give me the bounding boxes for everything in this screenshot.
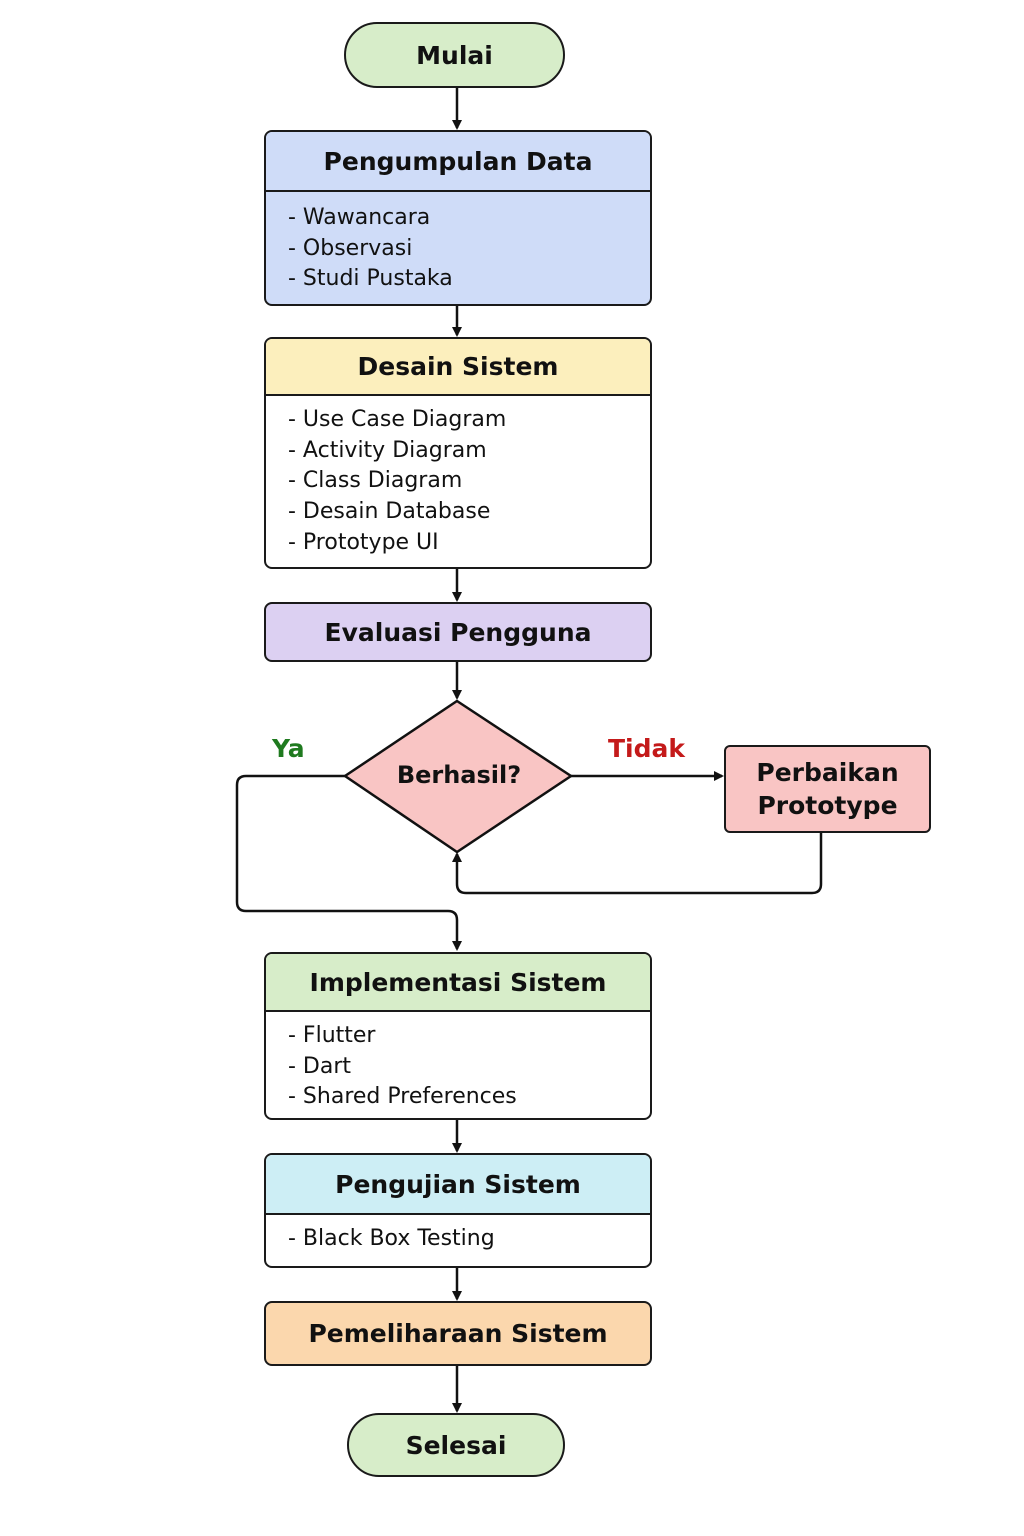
prototype-fix-label-line1: Perbaikan bbox=[756, 758, 899, 787]
implementation-box: Implementasi Sistem - Flutter - Dart - S… bbox=[264, 952, 652, 1120]
list-item: - Class Diagram bbox=[288, 468, 463, 494]
list-item: - Black Box Testing bbox=[288, 1226, 495, 1251]
testing-title: Pengujian Sistem bbox=[266, 1155, 650, 1215]
decision-yes-label: Ya bbox=[272, 734, 305, 763]
system-design-list: - Use Case Diagram - Activity Diagram - … bbox=[266, 396, 650, 559]
list-item: - Observasi bbox=[288, 235, 413, 261]
list-item: - Prototype UI bbox=[288, 529, 439, 555]
list-item: - Shared Preferences bbox=[288, 1084, 517, 1110]
implementation-list: - Flutter - Dart - Shared Preferences bbox=[266, 1012, 650, 1113]
user-evaluation-title: Evaluasi Pengguna bbox=[324, 617, 592, 647]
maintenance-title: Pemeliharaan Sistem bbox=[308, 1319, 608, 1348]
testing-list: - Black Box Testing bbox=[266, 1215, 650, 1255]
maintenance-box: Pemeliharaan Sistem bbox=[264, 1301, 652, 1366]
list-item: - Dart bbox=[288, 1053, 352, 1079]
list-item: - Activity Diagram bbox=[288, 437, 487, 463]
decision-no-label: Tidak bbox=[608, 734, 686, 763]
arrow-decision-yes bbox=[235, 774, 462, 951]
list-item: - Studi Pustaka bbox=[288, 266, 453, 292]
list-item: - Flutter bbox=[288, 1023, 376, 1048]
list-item: - Use Case Diagram bbox=[288, 407, 507, 432]
data-collection-box: Pengumpulan Data - Wawancara - Observasi… bbox=[264, 130, 652, 306]
list-item: - Wawancara bbox=[288, 205, 431, 230]
start-terminal: Mulai bbox=[344, 22, 565, 88]
data-collection-title: Pengumpulan Data bbox=[266, 132, 650, 192]
decision-question: Berhasil? bbox=[396, 761, 522, 789]
user-evaluation-box: Evaluasi Pengguna bbox=[264, 602, 652, 662]
list-item: - Desain Database bbox=[288, 499, 491, 525]
prototype-fix-label-line2: Prototype bbox=[757, 791, 898, 820]
system-design-title: Desain Sistem bbox=[266, 339, 650, 396]
system-design-box: Desain Sistem - Use Case Diagram - Activ… bbox=[264, 337, 652, 569]
arrow-fix-loop-back bbox=[452, 833, 823, 895]
implementation-title: Implementasi Sistem bbox=[266, 954, 650, 1012]
end-terminal: Selesai bbox=[347, 1413, 565, 1477]
data-collection-list: - Wawancara - Observasi - Studi Pustaka bbox=[266, 192, 650, 295]
decision-diamond bbox=[342, 699, 574, 854]
testing-box: Pengujian Sistem - Black Box Testing bbox=[264, 1153, 652, 1268]
prototype-fix-box: Perbaikan Prototype bbox=[724, 745, 931, 833]
